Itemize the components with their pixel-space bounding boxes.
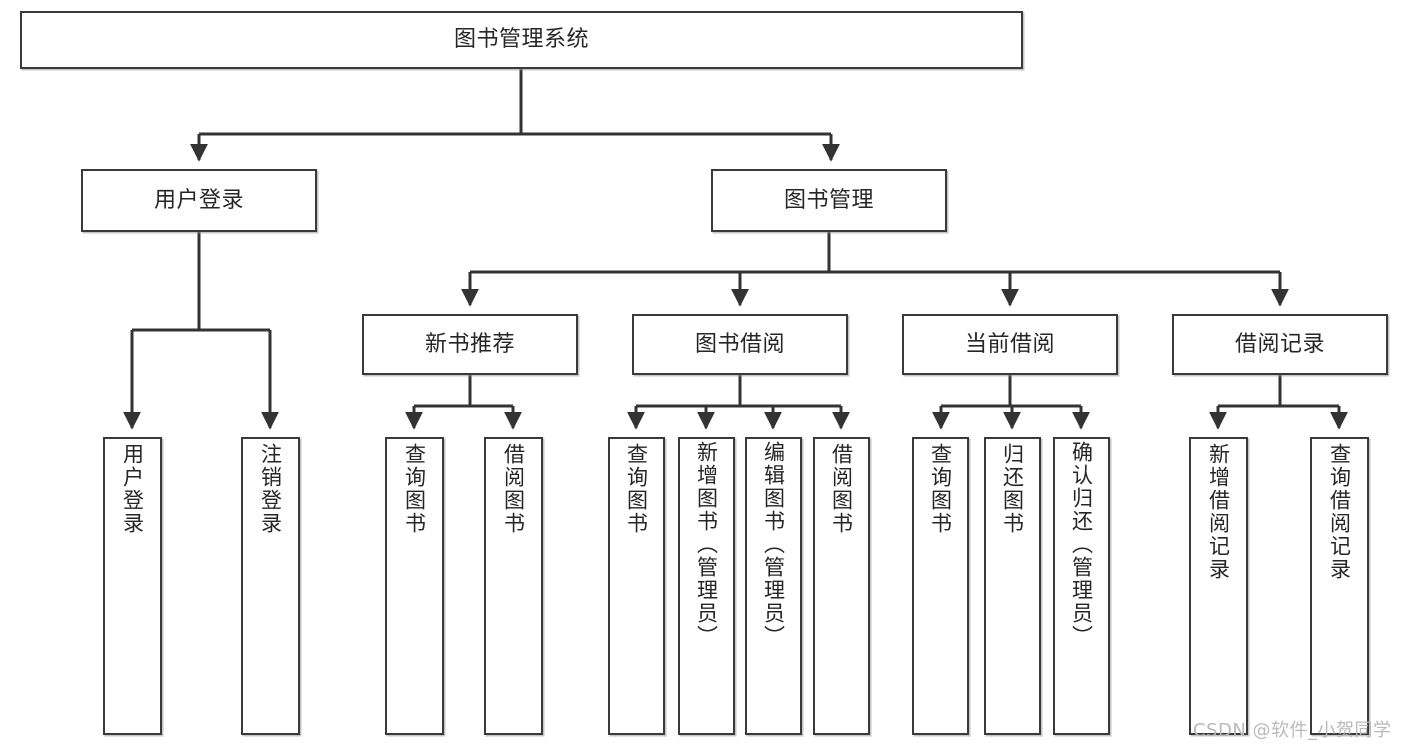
node-label: 注销登录 <box>258 443 283 535</box>
node-leaf-current-confirm-return-admin[interactable]: 确认归还（管理员） <box>1053 437 1110 735</box>
node-label: 查询图书 <box>402 443 427 535</box>
node-label: 用户登录 <box>120 443 145 535</box>
node-leaf-recommend-borrow-book[interactable]: 借阅图书 <box>484 437 543 735</box>
node-leaf-borrow-borrow-book[interactable]: 借阅图书 <box>813 437 870 735</box>
node-label: 借阅图书 <box>501 443 526 535</box>
node-leaf-record-add[interactable]: 新增借阅记录 <box>1189 437 1248 735</box>
node-book-manage[interactable]: 图书管理 <box>711 169 947 232</box>
csdn-watermark: CSDN @软件_小贺同学 <box>1193 720 1392 741</box>
node-label: 新增图书（管理员） <box>694 441 719 648</box>
node-leaf-user-logout[interactable]: 注销登录 <box>241 437 300 735</box>
node-current-borrow[interactable]: 当前借阅 <box>902 314 1118 375</box>
node-leaf-borrow-add-book-admin[interactable]: 新增图书（管理员） <box>678 437 735 735</box>
node-label: 归还图书 <box>1000 443 1025 535</box>
node-book-borrow[interactable]: 图书借阅 <box>632 314 848 375</box>
node-leaf-recommend-query-book[interactable]: 查询图书 <box>385 437 444 735</box>
node-label: 借阅记录 <box>1234 331 1325 357</box>
node-label: 图书管理系统 <box>453 27 589 53</box>
node-leaf-current-return-book[interactable]: 归还图书 <box>984 437 1041 735</box>
node-leaf-borrow-edit-book-admin[interactable]: 编辑图书（管理员） <box>745 437 802 735</box>
node-leaf-user-login[interactable]: 用户登录 <box>103 437 162 735</box>
node-label: 新增借阅记录 <box>1206 443 1231 581</box>
node-label: 编辑图书（管理员） <box>761 441 786 648</box>
node-label: 用户登录 <box>153 187 244 213</box>
node-label: 确认归还（管理员） <box>1069 441 1094 648</box>
node-leaf-current-query-book[interactable]: 查询图书 <box>912 437 969 735</box>
node-label: 查询借阅记录 <box>1327 443 1352 581</box>
node-label: 当前借阅 <box>964 331 1055 357</box>
node-label: 查询图书 <box>624 443 649 535</box>
node-root-system[interactable]: 图书管理系统 <box>20 11 1023 69</box>
node-label: 图书借阅 <box>694 331 785 357</box>
node-user-login[interactable]: 用户登录 <box>81 169 317 232</box>
node-leaf-record-query[interactable]: 查询借阅记录 <box>1310 437 1369 735</box>
node-label: 新书推荐 <box>424 331 515 357</box>
node-leaf-borrow-query-book[interactable]: 查询图书 <box>608 437 665 735</box>
node-label: 查询图书 <box>928 443 953 535</box>
node-new-book-recommend[interactable]: 新书推荐 <box>362 314 578 375</box>
node-label: 借阅图书 <box>829 443 854 535</box>
node-borrow-record[interactable]: 借阅记录 <box>1172 314 1388 375</box>
node-label: 图书管理 <box>783 187 874 213</box>
